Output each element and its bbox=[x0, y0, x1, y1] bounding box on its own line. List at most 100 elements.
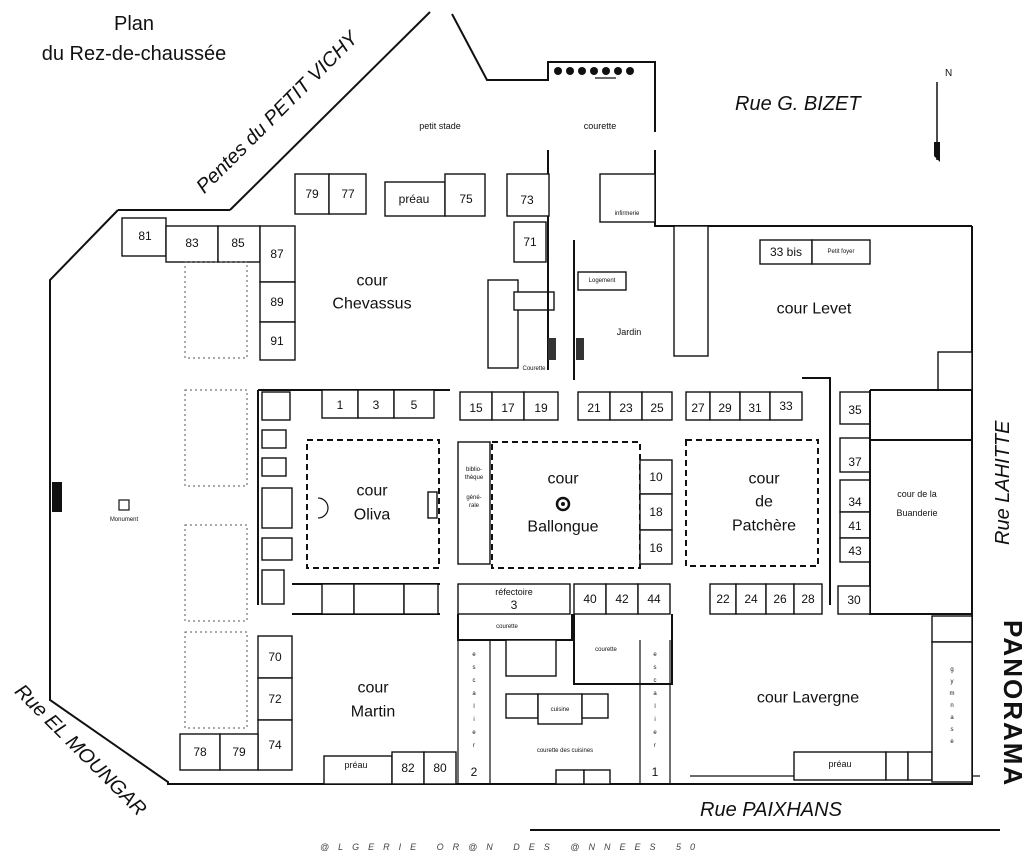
area-preau-bottom: préau bbox=[344, 760, 367, 770]
escalier-left-letters: e s c a l i e r bbox=[472, 652, 476, 749]
area-bibliotheque-2: thèque bbox=[465, 475, 484, 481]
room-17: 17 bbox=[501, 401, 515, 415]
svg-text:a: a bbox=[653, 691, 657, 697]
room-30: 30 bbox=[847, 593, 861, 607]
area-petit-foyer: Petit foyer bbox=[827, 249, 854, 255]
cour-oliva-line2: Oliva bbox=[354, 507, 391, 524]
svg-text:s: s bbox=[951, 727, 954, 733]
room-26: 26 bbox=[773, 592, 787, 606]
room-25: 25 bbox=[650, 401, 664, 415]
room-70: 70 bbox=[268, 650, 282, 664]
room-29: 29 bbox=[718, 401, 732, 415]
cour-lavergne: cour Lavergne bbox=[757, 690, 859, 707]
area-preau-right: préau bbox=[828, 759, 851, 769]
cour-levet: cour Levet bbox=[777, 301, 852, 318]
svg-text:e: e bbox=[472, 730, 476, 736]
room-40: 40 bbox=[583, 592, 597, 606]
room-83: 83 bbox=[185, 236, 199, 250]
area-cuisine: cuisine bbox=[551, 707, 570, 713]
svg-text:s: s bbox=[654, 665, 657, 671]
svg-text:i: i bbox=[473, 717, 474, 723]
plan-title-line1: Plan bbox=[114, 13, 154, 35]
street-rue-el-moungar: Rue EL MOUNGAR bbox=[10, 680, 150, 820]
svg-text:g: g bbox=[950, 667, 953, 673]
panorama-side-tag: PANORAMA bbox=[998, 620, 1022, 787]
cour-patchere-line1: cour bbox=[748, 471, 780, 488]
street-rue-bizet: Rue G. BIZET bbox=[735, 93, 862, 115]
escalier-left-number: 2 bbox=[471, 765, 478, 779]
area-preau-top: préau bbox=[399, 192, 430, 206]
room-1: 1 bbox=[337, 398, 344, 412]
svg-text:e: e bbox=[653, 730, 657, 736]
room-77: 77 bbox=[341, 187, 355, 201]
room-78: 78 bbox=[193, 745, 207, 759]
room-34: 34 bbox=[848, 495, 862, 509]
room-79-bottom: 79 bbox=[232, 745, 246, 759]
room-31: 31 bbox=[748, 401, 762, 415]
fountain-ballongue-icon bbox=[555, 496, 571, 512]
street-rue-paixhans: Rue PAIXHANS bbox=[700, 799, 843, 821]
room-74: 74 bbox=[268, 738, 282, 752]
fountain-oliva-icon bbox=[317, 497, 329, 519]
cour-patchere-line2: de bbox=[755, 494, 773, 511]
gymnase-letters: g y m n a s e bbox=[950, 667, 955, 745]
room-91: 91 bbox=[270, 334, 284, 348]
area-bibliotheque-4: rale bbox=[469, 503, 480, 509]
room-22: 22 bbox=[716, 592, 730, 606]
room-27: 27 bbox=[691, 401, 705, 415]
area-bibliotheque-3: géné- bbox=[466, 495, 481, 501]
svg-text:c: c bbox=[654, 678, 657, 684]
svg-text:e: e bbox=[472, 652, 476, 658]
svg-text:e: e bbox=[653, 652, 657, 658]
room-72: 72 bbox=[268, 692, 282, 706]
area-infirmerie: infirmerie bbox=[615, 211, 640, 217]
escalier-right-letters: e s c a l i e r bbox=[653, 652, 657, 749]
west-service-rooms bbox=[261, 391, 293, 605]
plan-title-line2: du Rez-de-chaussée bbox=[42, 43, 227, 65]
cour-martin-line2: Martin bbox=[351, 704, 395, 721]
room-35: 35 bbox=[848, 403, 862, 417]
room-85: 85 bbox=[231, 236, 245, 250]
svg-text:PANORAMA: PANORAMA bbox=[998, 620, 1022, 787]
svg-text:r: r bbox=[473, 743, 475, 749]
svg-text:e: e bbox=[950, 739, 954, 745]
cour-patchere-line3: Patchère bbox=[732, 518, 796, 535]
courtyards: cour Chevassus cour Levet cour Oliva cou… bbox=[306, 273, 938, 721]
room-21: 21 bbox=[587, 401, 601, 415]
room-28: 28 bbox=[801, 592, 815, 606]
area-courette-top: courette bbox=[584, 121, 617, 131]
svg-text:y: y bbox=[951, 679, 954, 685]
area-courette-b: courette bbox=[595, 647, 617, 653]
svg-text:c: c bbox=[473, 678, 476, 684]
room-19: 19 bbox=[534, 401, 548, 415]
room-24: 24 bbox=[744, 592, 758, 606]
cour-chevassus-line2: Chevassus bbox=[332, 296, 411, 313]
svg-text:a: a bbox=[472, 691, 476, 697]
monument-icon bbox=[118, 499, 130, 511]
south-gallery: réfectoire 3 40 42 44 22 24 26 28 bbox=[292, 583, 823, 615]
room-87: 87 bbox=[270, 247, 284, 261]
svg-text:s: s bbox=[473, 665, 476, 671]
area-courette-a: courette bbox=[496, 624, 518, 630]
cour-oliva-line1: cour bbox=[356, 483, 388, 500]
area-refectoire: réfectoire bbox=[495, 587, 533, 597]
nw-wing: 81 83 85 87 89 91 bbox=[121, 217, 296, 729]
street-rue-lahitte: Rue LAHITTE bbox=[992, 420, 1014, 545]
escalier-right-number: 1 bbox=[652, 765, 659, 779]
room-16: 16 bbox=[649, 541, 663, 555]
room-33: 33 bbox=[779, 399, 793, 413]
building-outline bbox=[49, 11, 1000, 831]
room-43: 43 bbox=[848, 544, 862, 558]
svg-text:l: l bbox=[473, 704, 474, 710]
area-jardin: Jardin bbox=[617, 327, 642, 337]
room-3: 3 bbox=[373, 398, 380, 412]
svg-text:a: a bbox=[950, 715, 954, 721]
svg-text:m: m bbox=[950, 691, 955, 697]
area-courette-mid: Courette bbox=[522, 366, 546, 372]
sw-wing: 70 72 74 78 79 bbox=[179, 635, 293, 771]
svg-text:i: i bbox=[654, 717, 655, 723]
north-gallery: 1 3 5 15 17 19 21 23 25 27 29 31 33 bbox=[257, 377, 831, 605]
room-44: 44 bbox=[647, 592, 661, 606]
room-73: 73 bbox=[520, 193, 534, 207]
